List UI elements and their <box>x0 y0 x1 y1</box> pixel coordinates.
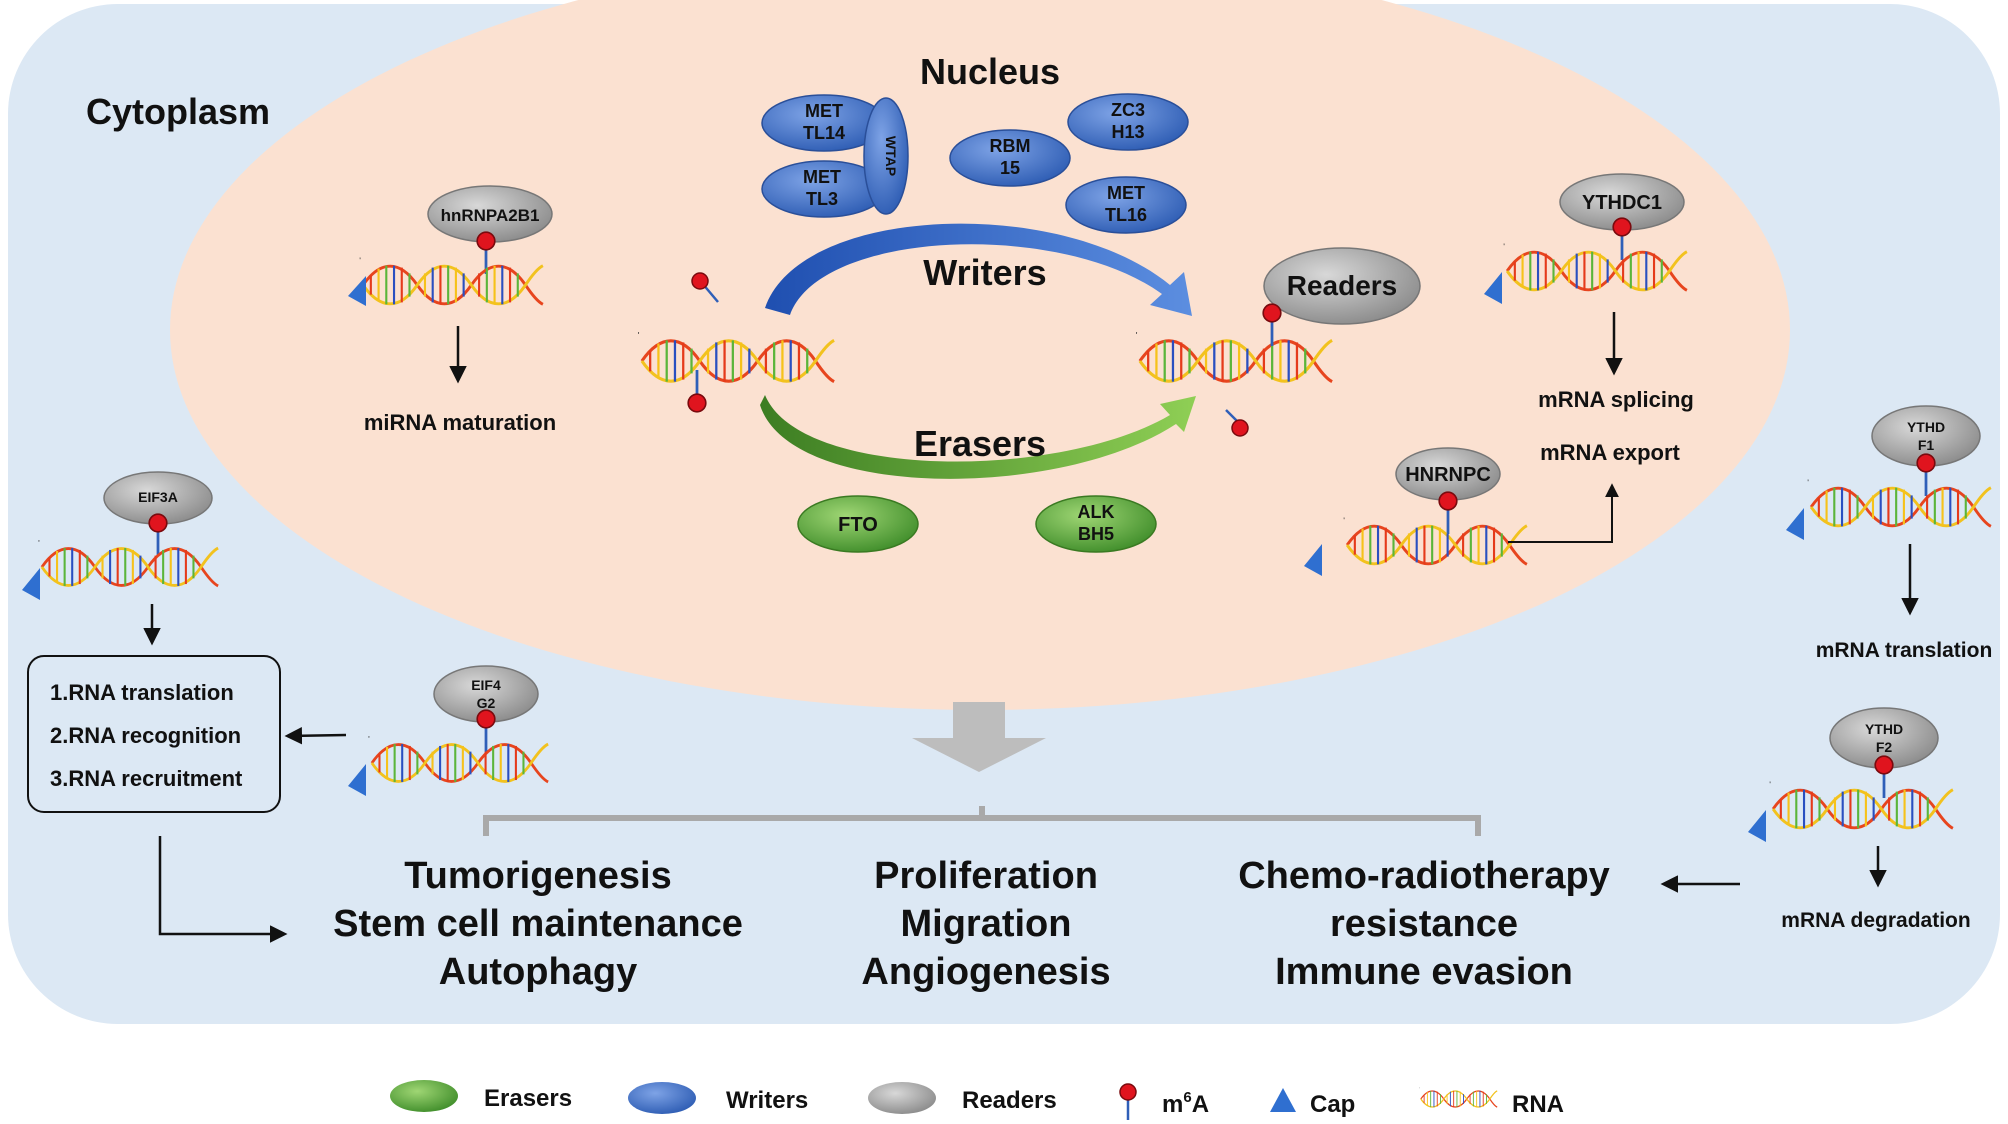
mirna-maturation-label: miRNA maturation <box>364 410 556 435</box>
legend-erasers-swatch <box>390 1080 458 1112</box>
alkbh5-line2: BH5 <box>1078 524 1114 544</box>
wtap-writer <box>863 97 909 215</box>
legend-writers-swatch <box>628 1082 696 1114</box>
legend-rna-label: RNA <box>1512 1091 1564 1118</box>
outcome1-line2: Stem cell maintenance <box>333 903 743 945</box>
ythdc1-label: YTHDC1 <box>1582 192 1662 214</box>
rna-function-box <box>27 655 281 813</box>
mettl16-line1: MET <box>1107 183 1145 203</box>
hnrnpa2b1-cap <box>348 276 366 306</box>
rna-box-line2: 2.RNA recognition <box>50 723 241 748</box>
alkbh5-line1: ALK <box>1078 502 1115 522</box>
hnrnpc-label: HNRNPC <box>1405 464 1491 486</box>
mettl16-line2: TL16 <box>1105 205 1147 225</box>
eif4g2-line2: G2 <box>477 695 496 711</box>
mettl16-writer <box>1065 176 1187 234</box>
legend-writers-label: Writers <box>726 1087 808 1114</box>
ythdf2-line1: YTHD <box>1865 721 1903 737</box>
rna-box-to-outcomes-arrow <box>158 836 288 943</box>
legend-m6a-sup: 6 <box>1183 1089 1191 1106</box>
legend-cap-icon <box>1270 1088 1296 1112</box>
ythdf2-line2: F2 <box>1876 739 1893 755</box>
fto-label: FTO <box>838 514 878 536</box>
ythdf1-line1: YTHD <box>1907 419 1945 435</box>
big-down-arrow <box>912 702 1046 772</box>
zc3h13-writer <box>1067 93 1189 151</box>
legend-m6a-prefix: m <box>1162 1091 1183 1118</box>
outcome3-line2: resistance <box>1330 903 1518 945</box>
outcome2-line3: Angiogenesis <box>861 951 1110 993</box>
legend-m6a-suffix: A <box>1192 1091 1209 1118</box>
legend-m6a-icon <box>1119 1083 1137 1120</box>
legend-m6a-label: m6A <box>1162 1089 1209 1118</box>
free-m6a-top <box>691 272 719 303</box>
fto-eraser <box>797 495 919 553</box>
rbm15-line2: 15 <box>1000 158 1020 178</box>
legend-readers-label: Readers <box>962 1087 1057 1114</box>
outcomes-bracket <box>483 806 1481 836</box>
eif4g2-arrow <box>284 727 347 745</box>
alkbh5-eraser <box>1035 495 1157 553</box>
hnrnpc-cap <box>1304 544 1322 576</box>
outcome1-line1: Tumorigenesis <box>404 855 671 897</box>
rna-box-line3: 3.RNA recruitment <box>50 766 243 791</box>
outcome2-line1: Proliferation <box>874 855 1098 897</box>
mrna-degradation-label: mRNA degradation <box>1781 909 1970 932</box>
legend-cap-label: Cap <box>1310 1091 1355 1118</box>
eif3a-label: EIF3A <box>138 489 178 505</box>
outcome3-line1: Chemo-radiotherapy <box>1238 855 1610 897</box>
mettl14-line1: MET <box>805 101 843 121</box>
zc3h13-line2: H13 <box>1111 122 1144 142</box>
writers-arrow <box>765 223 1192 316</box>
cytoplasm-label: Cytoplasm <box>86 91 270 132</box>
readers-blob <box>1263 247 1421 325</box>
rna-box-line1: 1.RNA translation <box>50 680 234 705</box>
outcome3-line3: Immune evasion <box>1275 951 1573 993</box>
hnrnpa2b1-label: hnRNPA2B1 <box>441 206 540 225</box>
ythdf1-cap <box>1786 508 1804 540</box>
nucleus-label: Nucleus <box>920 51 1060 92</box>
wtap-label: WTAP <box>883 136 899 176</box>
eif3a-cap <box>22 568 40 600</box>
ythdf1-line2: F1 <box>1918 437 1935 453</box>
erasers-arrow <box>760 395 1196 479</box>
free-m6a-bottom <box>1225 409 1249 437</box>
outcome2-line2: Migration <box>901 903 1072 945</box>
mettl3-line1: MET <box>803 167 841 187</box>
writers-cluster: MET TL14 MET TL3 WTAP RBM 15 ZC3 H13 MET… <box>761 93 1189 234</box>
eif4g2-line1: EIF4 <box>471 677 501 693</box>
hnrnpc-arrow <box>1508 483 1619 543</box>
mrna-splicing-label: mRNA splicing <box>1538 387 1694 412</box>
mrna-export-label: mRNA export <box>1540 440 1680 465</box>
mrna-translation-label: mRNA translation <box>1816 639 1993 662</box>
ythdf2-cap <box>1748 810 1766 842</box>
erasers-label: Erasers <box>914 423 1046 464</box>
rbm15-line1: RBM <box>990 136 1031 156</box>
legend: Erasers Writers Readers m6A Cap RNA <box>390 1080 1564 1120</box>
legend-readers-swatch <box>868 1082 936 1114</box>
zc3h13-line1: ZC3 <box>1111 100 1145 120</box>
mettl14-line2: TL14 <box>803 123 845 143</box>
outcome1-line3: Autophagy <box>439 951 637 993</box>
writers-label: Writers <box>923 252 1046 293</box>
legend-erasers-label: Erasers <box>484 1085 572 1112</box>
mettl3-line2: TL3 <box>806 189 838 209</box>
ythdc1-cap <box>1484 272 1502 304</box>
readers-label: Readers <box>1287 270 1398 301</box>
rbm15-writer <box>949 129 1071 187</box>
eif4g2-cap <box>348 764 366 796</box>
legend-rna-icon <box>1418 1086 1498 1108</box>
